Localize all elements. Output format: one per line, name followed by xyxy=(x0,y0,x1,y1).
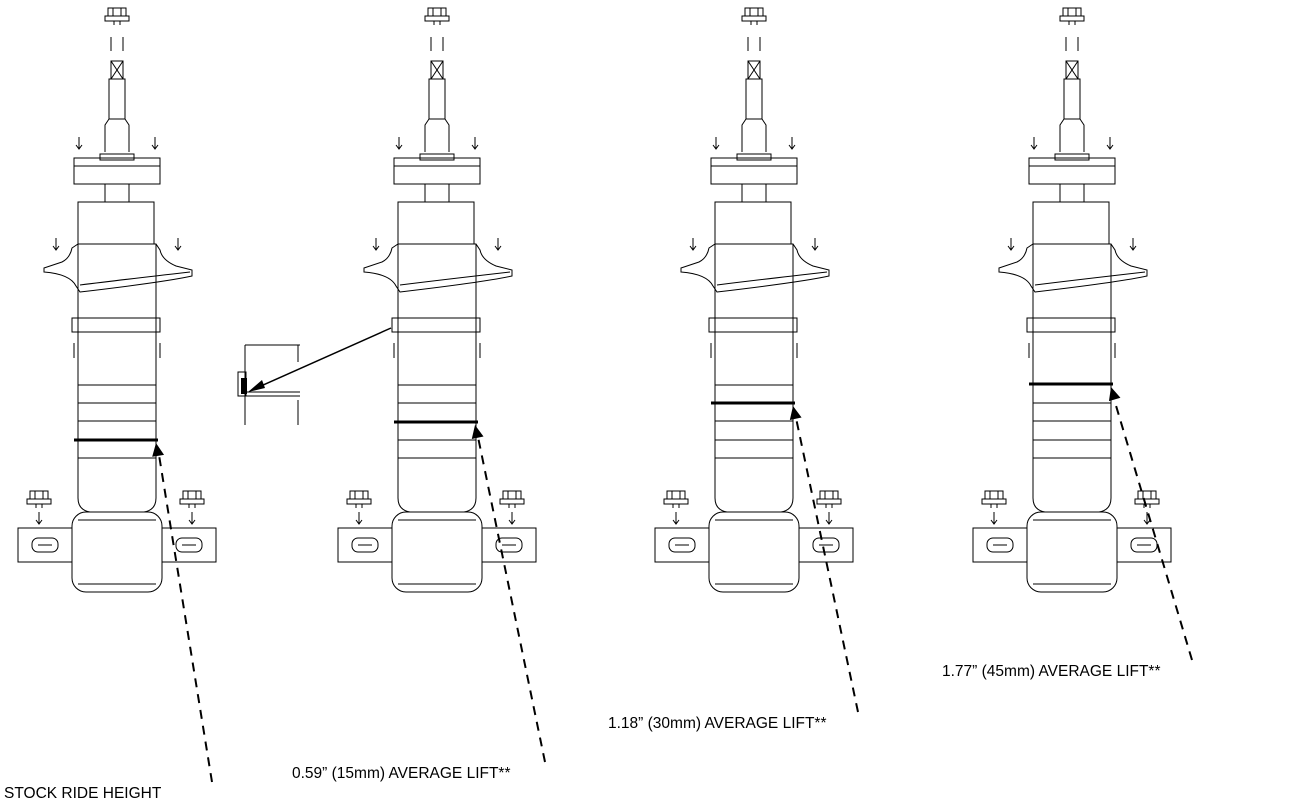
arrowhead-icon xyxy=(1108,387,1121,402)
leader-4 xyxy=(1108,387,1193,661)
bolt-nut-icon xyxy=(26,490,52,508)
leader-1 xyxy=(152,443,213,783)
bolt-nut-icon xyxy=(1134,490,1160,508)
arrowhead-icon xyxy=(152,443,165,457)
bolt-nut-icon xyxy=(663,490,689,508)
top-nut-icon xyxy=(741,7,767,25)
strut-1 xyxy=(17,7,217,593)
strut-3 xyxy=(654,7,854,593)
label-lift-45mm: 1.77” (45mm) AVERAGE LIFT** xyxy=(942,663,1161,680)
label-lift-30mm: 1.18” (30mm) AVERAGE LIFT** xyxy=(608,715,827,732)
bolt-nut-icon xyxy=(816,490,842,508)
bolt-nut-icon xyxy=(179,490,205,508)
bolt-nut-icon xyxy=(499,490,525,508)
label-stock-ride-height: STOCK RIDE HEIGHT xyxy=(4,785,162,802)
top-nut-icon xyxy=(104,7,130,25)
arrowhead-icon xyxy=(789,406,802,420)
top-nut-icon xyxy=(1059,7,1085,25)
collar-detail-inset xyxy=(237,327,392,425)
label-lift-15mm: 0.59” (15mm) AVERAGE LIFT** xyxy=(292,765,511,782)
strut-4 xyxy=(972,7,1172,593)
bolt-nut-icon xyxy=(346,490,372,508)
top-nut-icon xyxy=(424,7,450,25)
arrowhead-icon xyxy=(471,425,484,439)
bolt-nut-icon xyxy=(981,490,1007,508)
strut-2 xyxy=(337,7,537,593)
leader-2 xyxy=(471,425,546,763)
leader-3 xyxy=(789,406,859,713)
